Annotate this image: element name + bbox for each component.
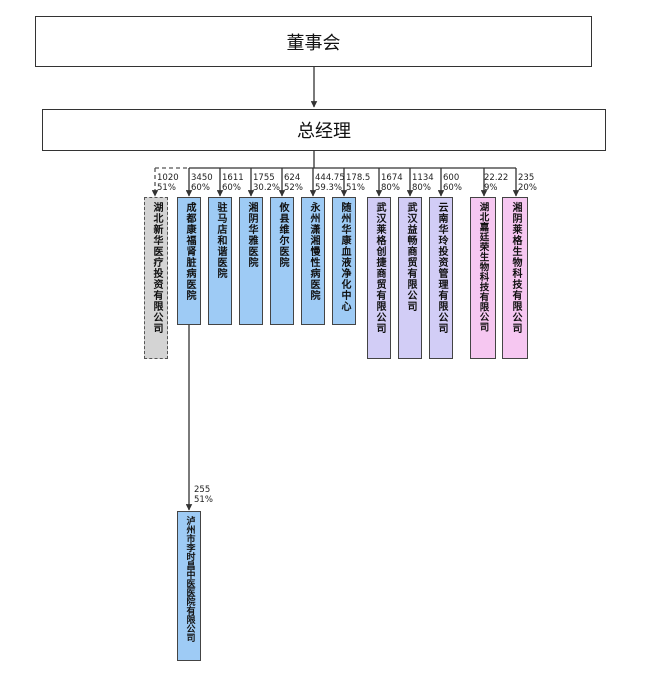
subsidiary-name: 湘阴华雅医院 bbox=[246, 202, 257, 268]
subsidiary-box: 驻马店和谐医院 bbox=[208, 197, 232, 325]
subsidiary-box: 湘阴华雅医院 bbox=[239, 197, 263, 325]
subsidiary-name: 云南华玲投资管理有限公司 bbox=[436, 202, 447, 334]
subsidiary-box: 武汉莱格创捷商贸有限公司 bbox=[367, 197, 391, 359]
general-manager-title: 总经理 bbox=[297, 121, 351, 142]
subsidiary-name: 随州华康血液净化中心 bbox=[339, 202, 350, 312]
subsidiary-name: 武汉莱格创捷商贸有限公司 bbox=[374, 202, 385, 334]
subsidiary-box: 随州华康血液净化中心 bbox=[332, 197, 356, 325]
subsidiary-box: 永州潇湘慢性病医院 bbox=[301, 197, 325, 325]
subsidiary-name: 攸县维尔医院 bbox=[277, 202, 288, 268]
subsidiary-box: 攸县维尔医院 bbox=[270, 197, 294, 325]
subsidiary-name: 武汉益畅商贸有限公司 bbox=[405, 202, 416, 312]
subsidiary-box: 成都康福肾脏病医院 bbox=[177, 197, 201, 325]
subsidiary-name: 湘阴莱格生物科技有限公司 bbox=[510, 202, 521, 334]
subsidiary-name: 驻马店和谐医院 bbox=[215, 202, 226, 279]
subsidiary-box: 湘阴莱格生物科技有限公司 bbox=[502, 197, 528, 359]
subsidiary-name: 湖北新华医疗投资有限公司 bbox=[151, 202, 162, 334]
subsidiary-name: 永州潇湘慢性病医院 bbox=[308, 202, 319, 301]
subsidiary-name: 成都康福肾脏病医院 bbox=[184, 202, 195, 301]
subsidiary-box: 湖北新华医疗投资有限公司 bbox=[144, 197, 168, 359]
sub-subsidiary-box: 泸州市李时昌中医医院有限公司 bbox=[177, 511, 201, 661]
subsidiary-name: 湖北嘉廷荣生物科技有限公司 bbox=[477, 202, 489, 332]
board-box: 董事会 bbox=[35, 16, 592, 67]
subsidiary-box: 云南华玲投资管理有限公司 bbox=[429, 197, 453, 359]
subsidiary-box: 武汉益畅商贸有限公司 bbox=[398, 197, 422, 359]
sub-subsidiary-name: 泸州市李时昌中医医院有限公司 bbox=[184, 516, 195, 642]
subsidiary-box: 湖北嘉廷荣生物科技有限公司 bbox=[470, 197, 496, 359]
board-title: 董事会 bbox=[286, 32, 341, 54]
general-manager-box: 总经理 bbox=[42, 109, 606, 151]
